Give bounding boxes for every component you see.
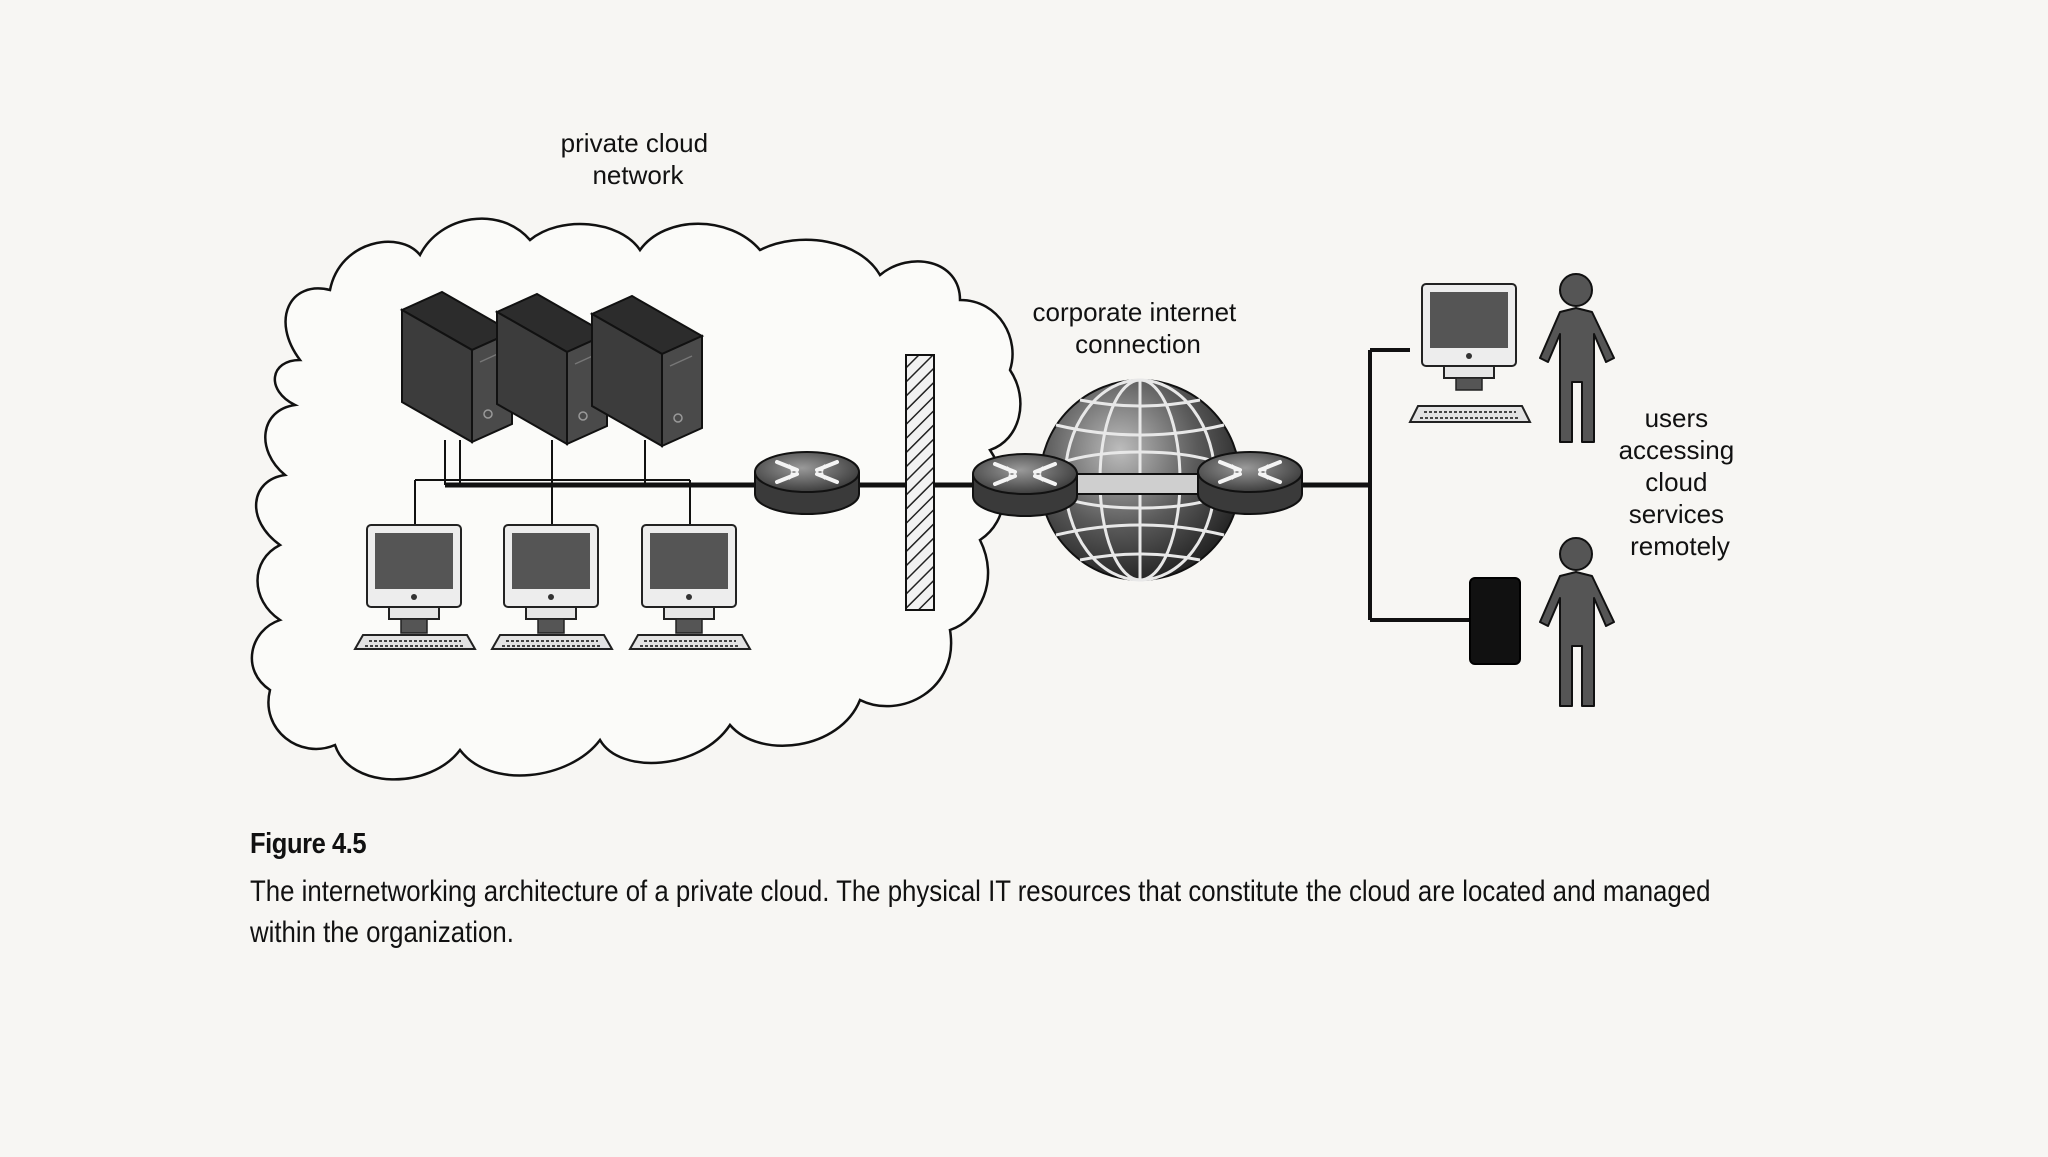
figure-caption: Figure 4.5 The internetworking architect… xyxy=(250,828,1710,953)
router-icon xyxy=(753,450,861,516)
figure-label: Figure 4.5 xyxy=(250,828,367,860)
users-label: users accessing cloud services remotely xyxy=(1619,403,1742,561)
person-icon xyxy=(1539,273,1615,443)
figure-caption-text: The internetworking architecture of a pr… xyxy=(250,875,1711,949)
server-rack xyxy=(401,291,703,447)
firewall-icon xyxy=(905,354,935,611)
private-cloud-label: private cloud network xyxy=(561,128,716,190)
mobile-device-icon xyxy=(1469,577,1521,665)
router-icon xyxy=(971,452,1079,518)
router-icon xyxy=(1196,450,1304,516)
desktop-computer-icon xyxy=(1408,283,1532,423)
workstations xyxy=(354,524,751,650)
internet-connection-label: corporate internet connection xyxy=(1032,297,1243,359)
person-icon xyxy=(1539,537,1615,707)
